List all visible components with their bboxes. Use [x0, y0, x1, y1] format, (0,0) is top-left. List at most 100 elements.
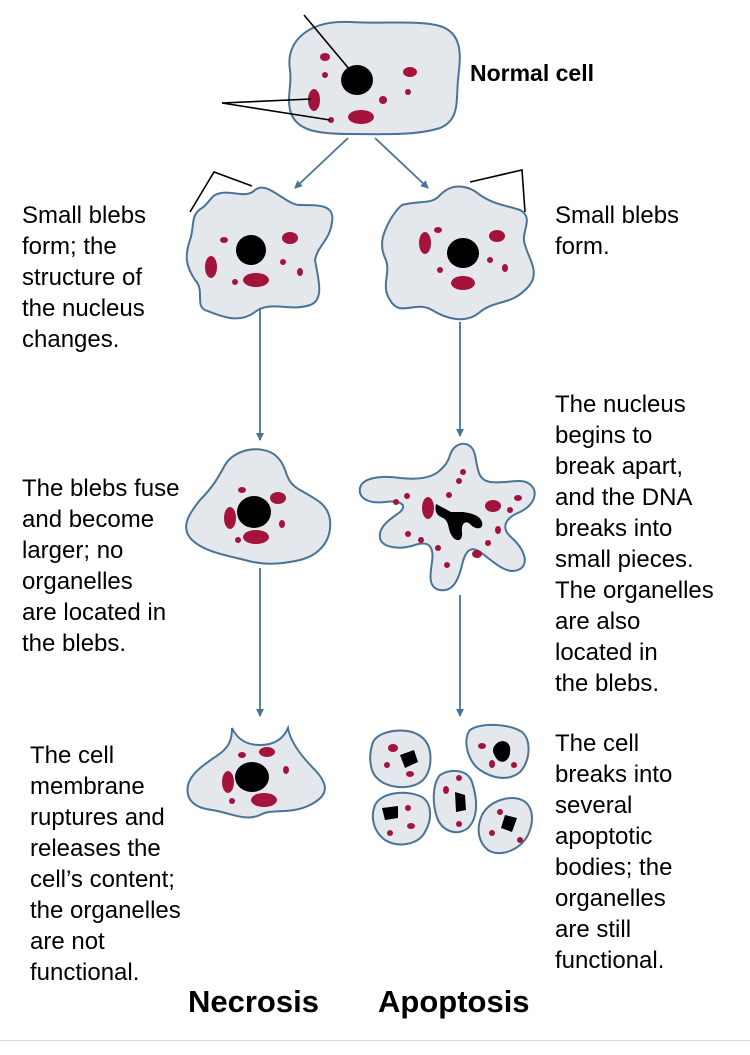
apoptotic-body	[465, 724, 530, 779]
apoptotic-body	[432, 769, 478, 834]
normal-cell-pointers	[221, 14, 351, 121]
nucleus	[447, 238, 479, 268]
apoptosis-cell-stage-2	[358, 442, 536, 592]
nucleus-fragment	[455, 792, 466, 812]
organelle	[238, 487, 246, 493]
bleb-pointer	[469, 169, 526, 213]
organelle	[514, 495, 522, 501]
organelle	[297, 268, 303, 276]
organelle	[387, 830, 393, 836]
organelle	[485, 500, 501, 512]
organelle	[456, 775, 462, 781]
organelle	[407, 823, 415, 829]
organelle	[511, 762, 517, 768]
organelle	[485, 540, 491, 546]
organelle	[279, 520, 285, 528]
bottom-divider	[0, 1040, 750, 1041]
organelle	[388, 744, 398, 752]
organelle	[384, 762, 390, 768]
organelle	[280, 259, 286, 265]
apoptosis-step-1-text: Small blebs form.	[555, 202, 680, 260]
nucleus-fragment	[382, 806, 398, 820]
organelle	[403, 67, 417, 77]
necrosis-column-title: Necrosis	[188, 984, 319, 1019]
apoptotic-body	[477, 797, 533, 855]
organelle	[489, 760, 495, 768]
organelle	[472, 550, 482, 558]
normal-cell	[288, 20, 461, 136]
apoptotic-body	[369, 729, 432, 789]
nucleus-fragment	[400, 750, 418, 768]
organelle	[243, 273, 269, 287]
organelle	[259, 747, 275, 757]
organelle	[487, 257, 493, 263]
organelle	[435, 545, 441, 551]
organelle	[451, 276, 475, 290]
necrosis-cell-stage-2	[185, 448, 332, 565]
organelle	[495, 526, 501, 534]
normal-nucleus	[341, 65, 373, 95]
organelle	[283, 766, 289, 774]
organelle	[437, 267, 443, 273]
organelle	[229, 798, 235, 804]
nucleus-pointer-line	[303, 14, 351, 71]
organelle	[232, 279, 238, 285]
organelle	[456, 478, 462, 484]
apoptotic-body-membrane	[432, 769, 478, 834]
organelle	[222, 771, 234, 793]
organelle	[322, 72, 328, 78]
necrosis-cell-stage-3	[186, 724, 326, 819]
organelle	[517, 837, 523, 843]
organelle	[497, 809, 503, 815]
organelle	[235, 537, 241, 543]
organelle	[489, 230, 505, 242]
nucleus-fragment	[493, 741, 511, 762]
organelle	[224, 507, 236, 529]
organelle	[489, 830, 495, 836]
organelle	[434, 227, 442, 233]
organelle	[205, 256, 217, 278]
organelle	[270, 492, 286, 504]
organelle	[406, 771, 414, 777]
normal-cell-label: Normal cell	[470, 60, 594, 86]
fragmenting-nucleus	[435, 504, 483, 541]
organelle	[282, 232, 298, 244]
apoptosis-step-3-text: The cell breaks into several apoptotic b…	[555, 730, 673, 974]
apoptotic-body	[371, 791, 431, 846]
organelle	[422, 497, 434, 519]
organelle-pointer-line	[221, 102, 331, 121]
organelle	[243, 530, 269, 544]
arrow-to-apoptosis	[374, 137, 429, 189]
organelle	[320, 53, 330, 61]
nucleus	[235, 762, 269, 792]
organelle	[328, 117, 334, 123]
normal-cell-membrane	[288, 20, 461, 136]
organelle	[308, 89, 320, 111]
organelle	[446, 492, 452, 498]
necrosis-step-2-text: The blebs fuse and become larger; no org…	[22, 475, 180, 657]
organelle	[404, 493, 410, 499]
organelle	[444, 562, 450, 568]
organelle	[405, 531, 411, 537]
apoptosis-column-title: Apoptosis	[378, 984, 530, 1019]
organelle	[405, 89, 411, 95]
organelle	[456, 821, 462, 827]
arrow-to-necrosis	[294, 137, 349, 189]
organelle	[220, 237, 228, 243]
nucleus	[237, 496, 271, 528]
organelle-pointer-line	[221, 98, 312, 104]
bleb-pointer	[189, 171, 253, 213]
organelle	[251, 793, 277, 807]
organelle	[379, 96, 387, 104]
necrosis-step-3-text: The cell membrane ruptures and releases …	[30, 742, 181, 986]
organelle	[460, 469, 466, 475]
necrosis-step-1-text: Small blebs form; the structure of the n…	[22, 202, 147, 353]
apoptotic-body-membrane	[371, 791, 431, 846]
apoptosis-cell-stage-1	[381, 169, 535, 321]
nucleus	[236, 235, 266, 265]
organelle	[507, 507, 513, 513]
organelle	[419, 232, 431, 254]
nucleus-fragment	[501, 815, 517, 832]
necrosis-cell-stage-1	[185, 171, 334, 320]
